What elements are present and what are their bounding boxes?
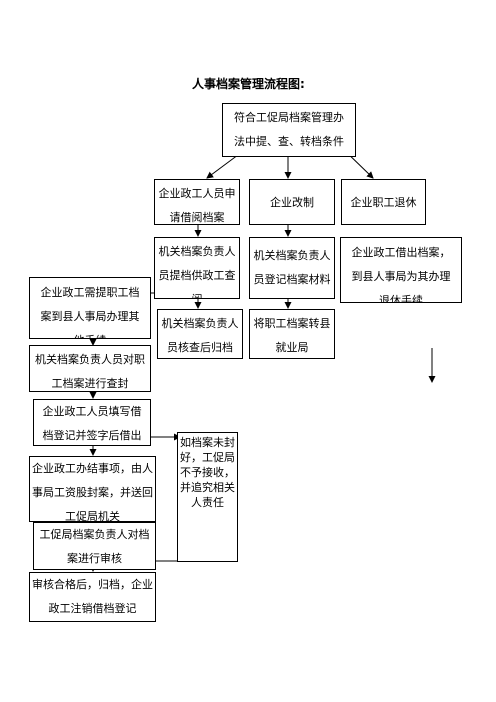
node-verify-return: 机关档案负责人员核查后归档 xyxy=(157,309,243,359)
node-seal-return: 企业政工办结事项，由人事局工资股封案，并送回工促局机关 xyxy=(29,456,156,522)
node-reform: 企业改制 xyxy=(249,179,335,225)
node-retire-borrow: 企业政工借出档案，到县人事局为其办理退休手续 xyxy=(340,237,462,303)
node-fill-form: 企业政工人员填写借档登记并签字后借出 xyxy=(33,399,151,446)
node-review: 工促局档案负责人对档案进行审核 xyxy=(33,522,156,570)
node-final: 审核合格后，归档，企业政工注销借档登记 xyxy=(29,572,156,622)
node-apply: 企业政工人员申请借阅档案 xyxy=(154,179,240,225)
node-register: 机关档案负责人员登记档案材料 xyxy=(249,237,335,299)
node-transfer: 将职工档案转县就业局 xyxy=(249,309,335,359)
node-check-files: 机关档案负责人员对职工档案进行查封 xyxy=(29,345,151,392)
node-top: 符合工促局档案管理办法中提、查、转档条件 xyxy=(222,103,356,157)
chart-title: 人事档案管理流程图: xyxy=(192,77,305,91)
node-retire: 企业职工退休 xyxy=(341,179,426,225)
node-warning: 如档案未封好，工促局不予接收，并追究相关人责任 xyxy=(177,432,238,562)
node-need-bureau: 企业政工需提职工档案到县人事局办理其他手续 xyxy=(29,277,151,339)
node-provide: 机关档案负责人员提档供政工查阅 xyxy=(154,237,240,299)
